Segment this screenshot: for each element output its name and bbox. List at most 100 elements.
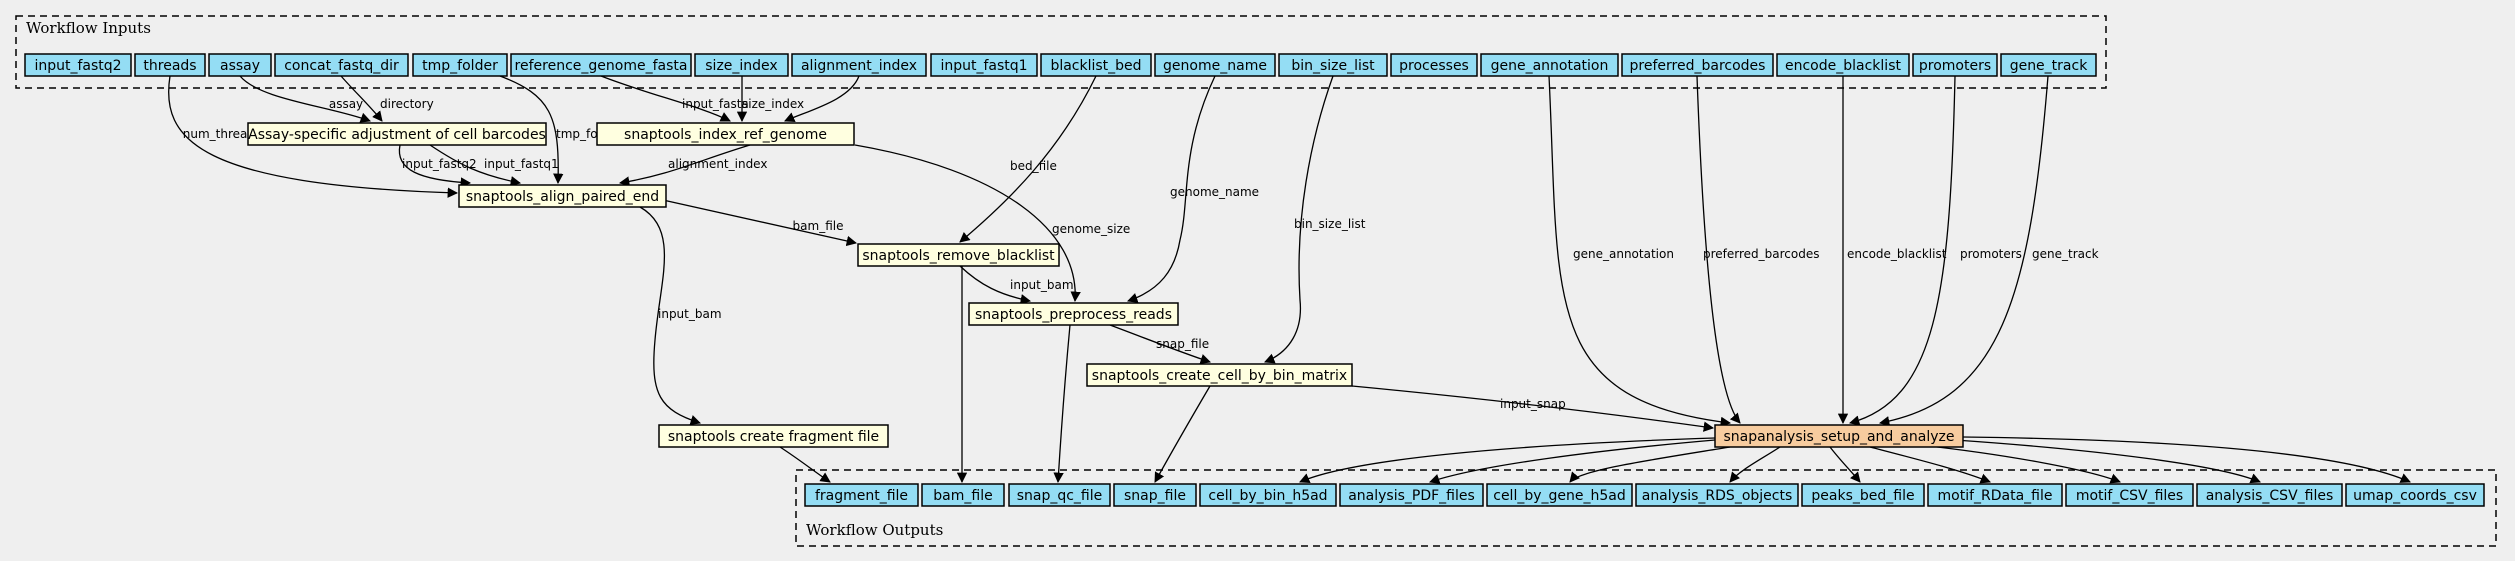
node-box [1776, 53, 1910, 77]
edge-output-35 [1954, 439, 2261, 484]
node-label: cell_by_gene_h5ad [1493, 488, 1626, 504]
node-label: assay [220, 58, 260, 74]
edge-output-24 [779, 446, 831, 483]
edge-arrow [1848, 75, 1956, 426]
edge-label-input-fasta: input_fasta [682, 97, 749, 111]
node-label: gene_track [2010, 58, 2089, 74]
edge-arrow [1878, 75, 2049, 427]
edge-arrow [959, 265, 1032, 305]
node-box [2000, 53, 2097, 77]
node-label: snaptools_index_ref_genome [624, 127, 827, 143]
node-box [1801, 483, 1925, 507]
node-box [2065, 483, 2194, 507]
edge-arrow [1919, 444, 2121, 484]
node-label: snaptools_align_paired_end [466, 189, 659, 205]
node-label: motif_RData_file [1938, 488, 2053, 504]
edge-bam-file [644, 195, 858, 247]
edge-arrow [1729, 446, 1781, 483]
edge-arrow [1869, 446, 1991, 484]
edge-output-30 [1569, 446, 1731, 483]
edge-input-fastq1 [429, 144, 522, 187]
node-box [857, 243, 1060, 267]
node-label: genome_name [1163, 58, 1267, 74]
edge-label-num-threads: num_threads [183, 127, 262, 141]
node-box [274, 53, 409, 77]
edge-arrow [784, 75, 860, 122]
node-label: peaks_bed_file [1811, 488, 1914, 504]
edge-output-34 [1919, 444, 2121, 484]
edge-output-26 [1053, 324, 1071, 484]
output-node-cell-by-gene-h5ad: cell_by_gene_h5ad [1486, 483, 1633, 507]
edge-arrow [239, 75, 371, 123]
step-node-fragment: snaptools create fragment file [658, 424, 889, 448]
node-box [1339, 483, 1484, 507]
step-node-preprocess: snaptools_preprocess_reads [968, 302, 1179, 326]
step-node-remove: snaptools_remove_blacklist [857, 243, 1060, 267]
edge-tmp-folder [499, 75, 564, 185]
edge-arrow [429, 144, 522, 187]
edge-arrow [1299, 437, 1716, 483]
edge-arrow [644, 195, 858, 247]
edge-label-input-bam-frag: input_bam [658, 307, 722, 321]
edge-arrow [618, 144, 751, 187]
input-node-promoters: promoters [1912, 53, 1998, 77]
node-label: snap_file [1124, 488, 1186, 504]
node-label: bin_size_list [1291, 58, 1375, 74]
edge-directory [340, 75, 383, 122]
edge-input-bam-frag [639, 206, 701, 426]
edge-arrow [1569, 446, 1731, 483]
edge-snap-file [1109, 324, 1211, 364]
node-label: input_fastq1 [940, 58, 1027, 74]
edge-label-genome-name: genome_name [1170, 185, 1259, 199]
node-box [1154, 53, 1276, 77]
output-node-analysis-rds-objects: analysis_RDS_objects [1635, 483, 1799, 507]
input-node-gene-track: gene_track [2000, 53, 2097, 77]
output-node-peaks-bed-file: peaks_bed_file [1801, 483, 1925, 507]
edge-arrow [1954, 439, 2261, 484]
node-label: encode_blacklist [1785, 58, 1901, 74]
edge-output-36 [1962, 436, 2411, 483]
edge-num-threads [168, 75, 459, 198]
step-node-analyze: snapanalysis_setup_and_analyze [1714, 424, 1964, 448]
edge-output-33 [1869, 446, 1991, 484]
node-label: gene_annotation [1491, 58, 1609, 74]
edge-label-input-fastq1: input_fastq1 [484, 157, 559, 171]
edge-label-genome-size: genome_size [1052, 222, 1130, 236]
node-label: snaptools_preprocess_reads [975, 307, 1172, 323]
workflow-inputs-title: Workflow Inputs [26, 19, 151, 37]
input-node-threads: threads [134, 53, 206, 77]
edge-arrow [1429, 439, 1716, 484]
edge-label-directory: directory [380, 97, 434, 111]
node-label: snaptools_remove_blacklist [862, 248, 1055, 264]
node-box [1008, 483, 1111, 507]
edge-label-bed-file: bed_file [1010, 159, 1057, 173]
edge-label-assay: assay [329, 97, 363, 111]
edge-arrow [1829, 446, 1861, 483]
node-box [24, 53, 132, 77]
input-node-assay: assay [208, 53, 272, 77]
node-label: reference_genome_fasta [515, 58, 688, 74]
workflow-inputs-cluster: Workflow Inputs [15, 15, 2107, 89]
input-node-concat-fastq-dir: concat_fastq_dir [274, 53, 409, 77]
edge-output-28 [1299, 437, 1716, 483]
edge-gene-annotation [1548, 75, 1732, 428]
node-box [804, 483, 919, 507]
workflow-outputs-title: Workflow Outputs [806, 521, 943, 539]
node-box [208, 53, 272, 77]
output-node-bam-file: bam_file [921, 483, 1005, 507]
node-label: snaptools_create_cell_by_bin_matrix [1092, 368, 1347, 384]
input-node-input-fastq1: input_fastq1 [930, 53, 1038, 77]
node-label: promoters [1919, 58, 1991, 74]
node-label: input_fastq2 [34, 58, 121, 74]
input-node-blacklist-bed: blacklist_bed [1040, 53, 1152, 77]
edge-label-snap-file: snap_file [1156, 337, 1209, 351]
node-box [412, 53, 508, 77]
node-box [1621, 53, 1774, 77]
edge-arrow [1962, 436, 2411, 483]
output-node-motif-rdata-file: motif_RData_file [1927, 483, 2063, 507]
edge-input-bam-pre [959, 265, 1032, 305]
node-label: bam_file [933, 488, 992, 504]
node-label: analysis_PDF_files [1348, 488, 1475, 504]
node-box [2196, 483, 2343, 507]
